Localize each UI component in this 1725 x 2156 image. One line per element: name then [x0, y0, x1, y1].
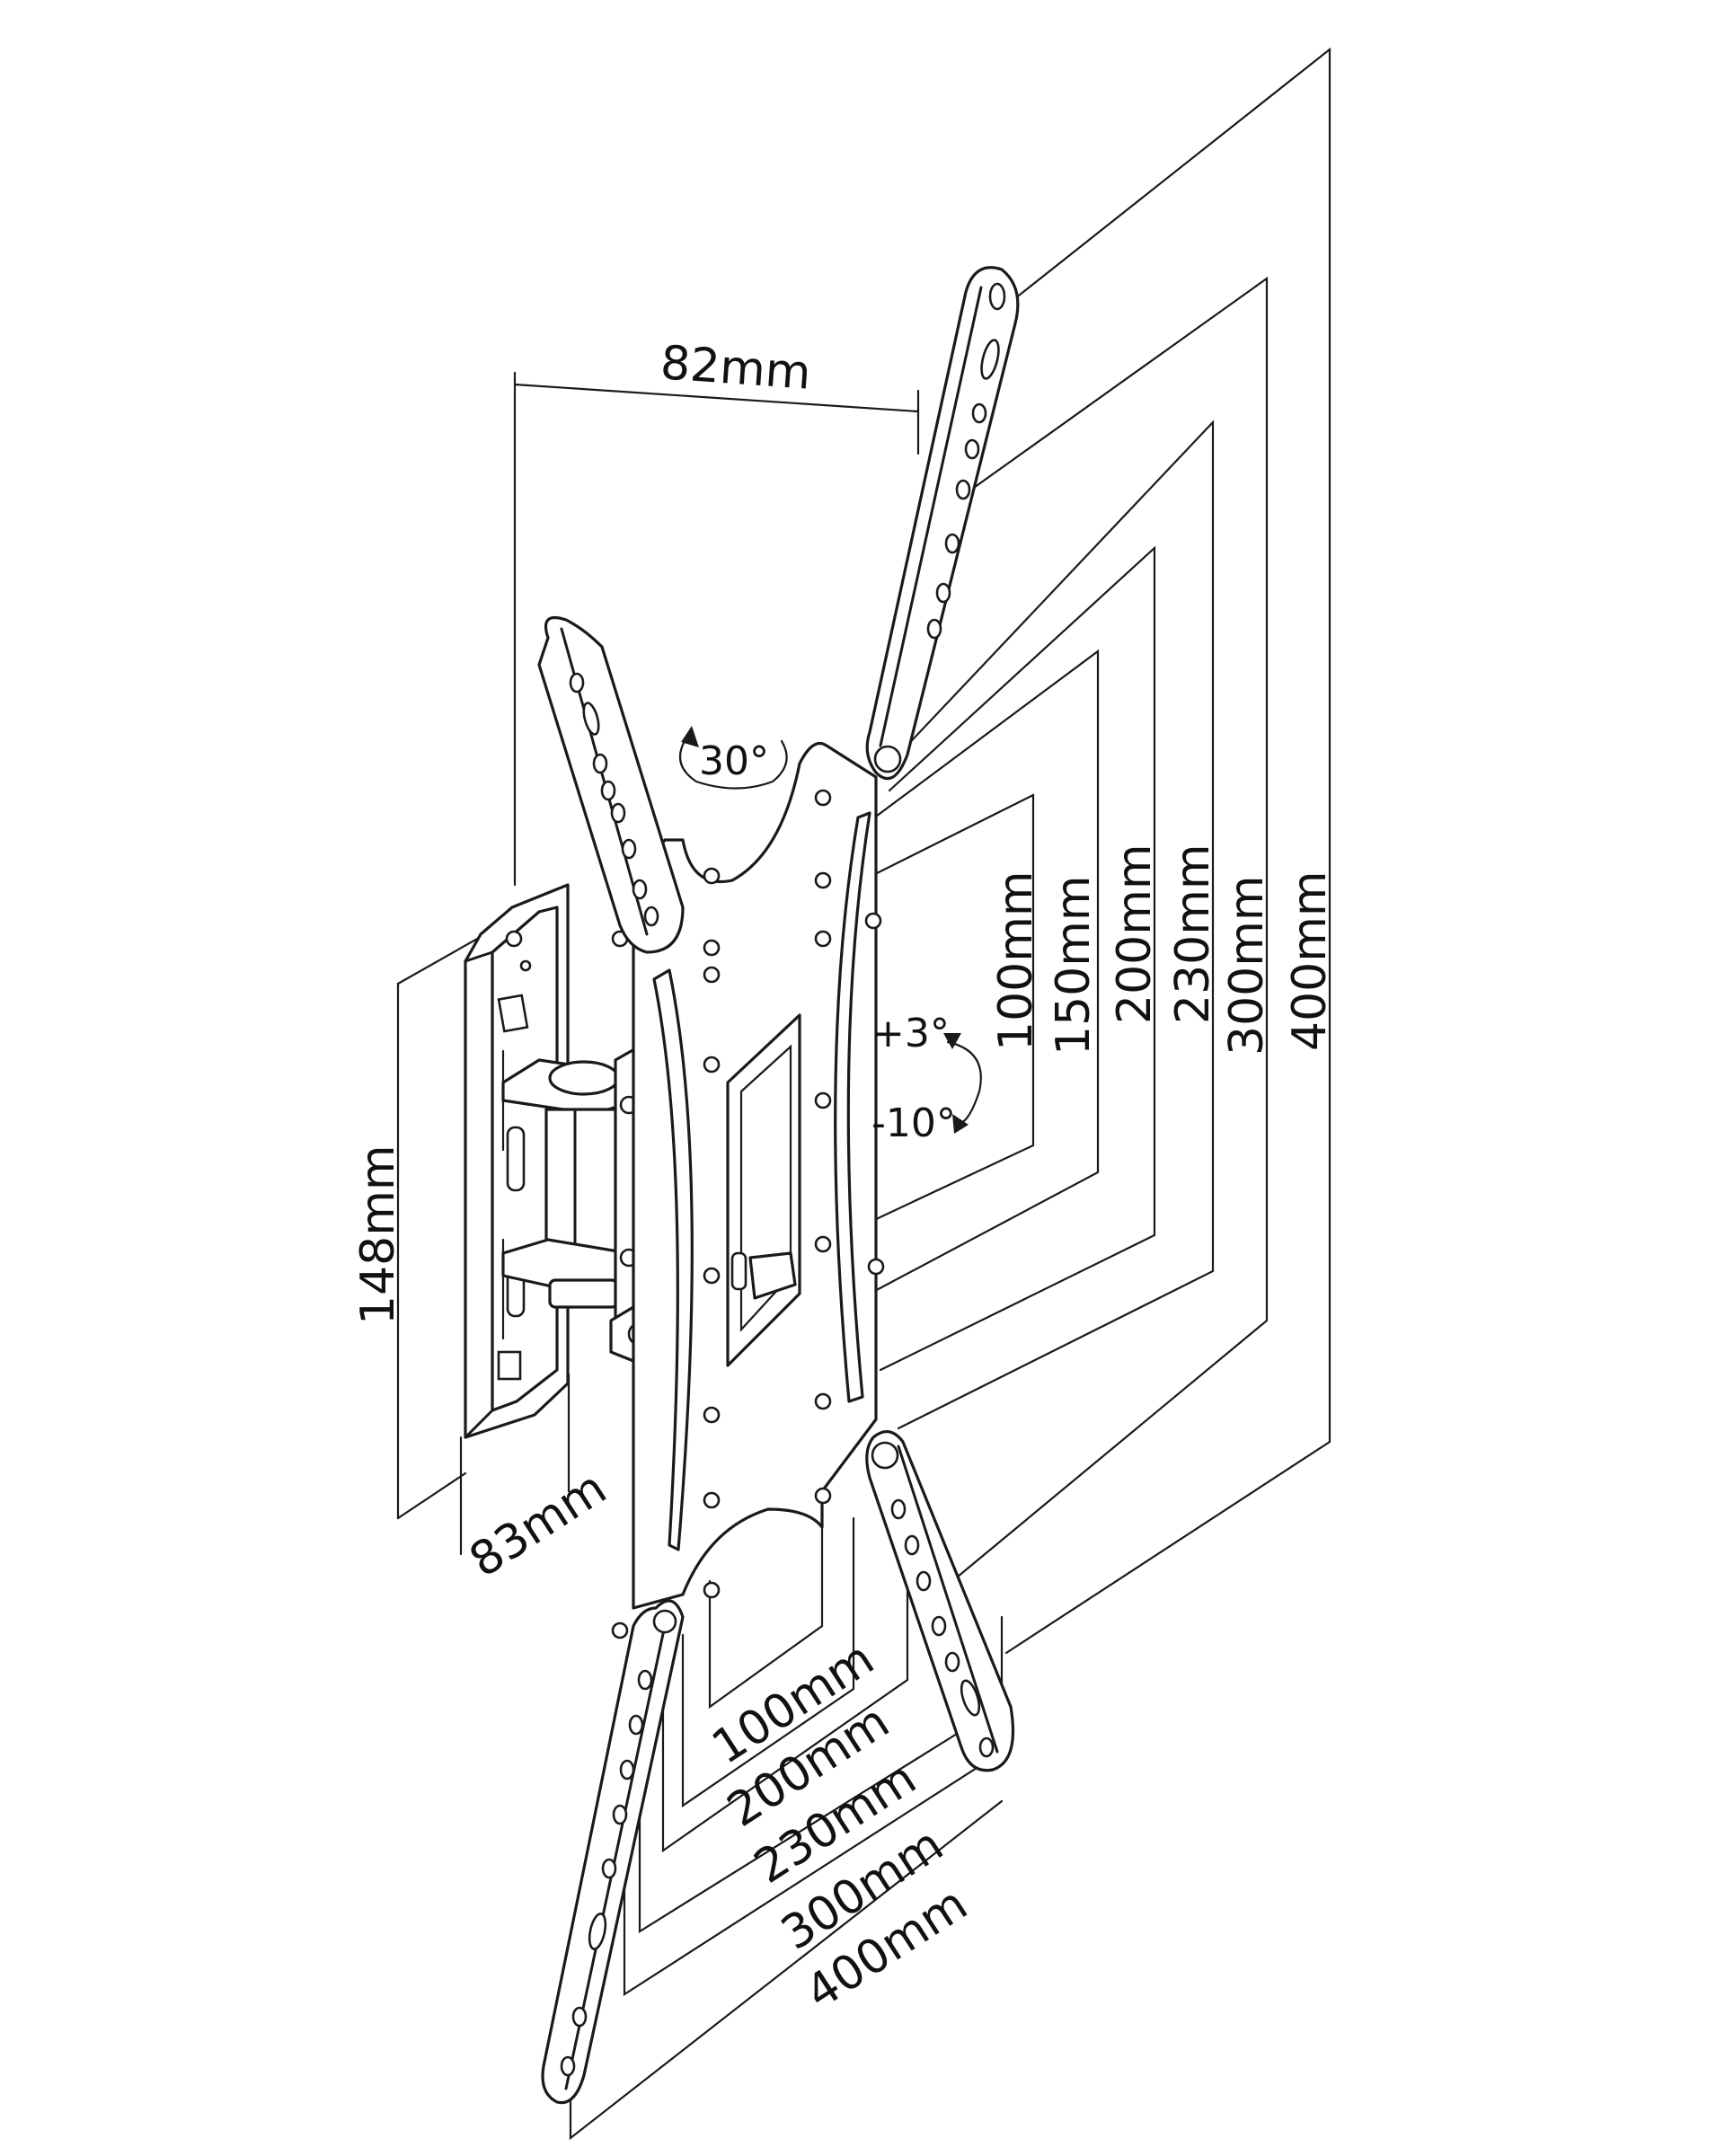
vertical-dim-100: 100mm — [989, 870, 1043, 1051]
wall-plate-dimension-lines — [396, 932, 571, 1556]
swivel-indicator: 30° — [678, 726, 788, 790]
top-right-arm — [865, 266, 1020, 781]
vertical-dim-300: 300mm — [1220, 875, 1274, 1056]
depth-dimension-lines — [513, 371, 920, 887]
top-left-arm — [537, 615, 685, 954]
vertical-dim-230: 230mm — [1166, 844, 1220, 1024]
tilt-up-label: +3° — [871, 1011, 950, 1056]
tv-mount-plate — [611, 741, 885, 1639]
tilt-indicator: +3° -10° — [871, 1011, 982, 1146]
horizontal-dimension-labels: 100mm 200mm 230mm 300mm 400mm — [703, 1631, 977, 2020]
vertical-dimension-lines — [811, 47, 1331, 1655]
bottom-left-arm — [541, 1599, 685, 2105]
swivel-angle-label: 30° — [699, 738, 769, 784]
depth-dimension-label: 82mm — [659, 336, 812, 401]
depth-label-group: 82mm — [659, 336, 812, 401]
wall-plate-height-label: 148mm — [351, 1144, 405, 1325]
tilt-down-label: -10° — [871, 1100, 956, 1146]
vertical-dimension-labels: 100mm 150mm 200mm 230mm 300mm 400mm — [989, 844, 1337, 1056]
wall-plate-width-label: 83mm — [460, 1461, 615, 1588]
vertical-dim-150: 150mm — [1047, 875, 1101, 1056]
bottom-right-arm — [865, 1430, 1015, 1772]
vertical-dim-400: 400mm — [1283, 870, 1337, 1051]
vertical-dim-200: 200mm — [1108, 844, 1162, 1024]
